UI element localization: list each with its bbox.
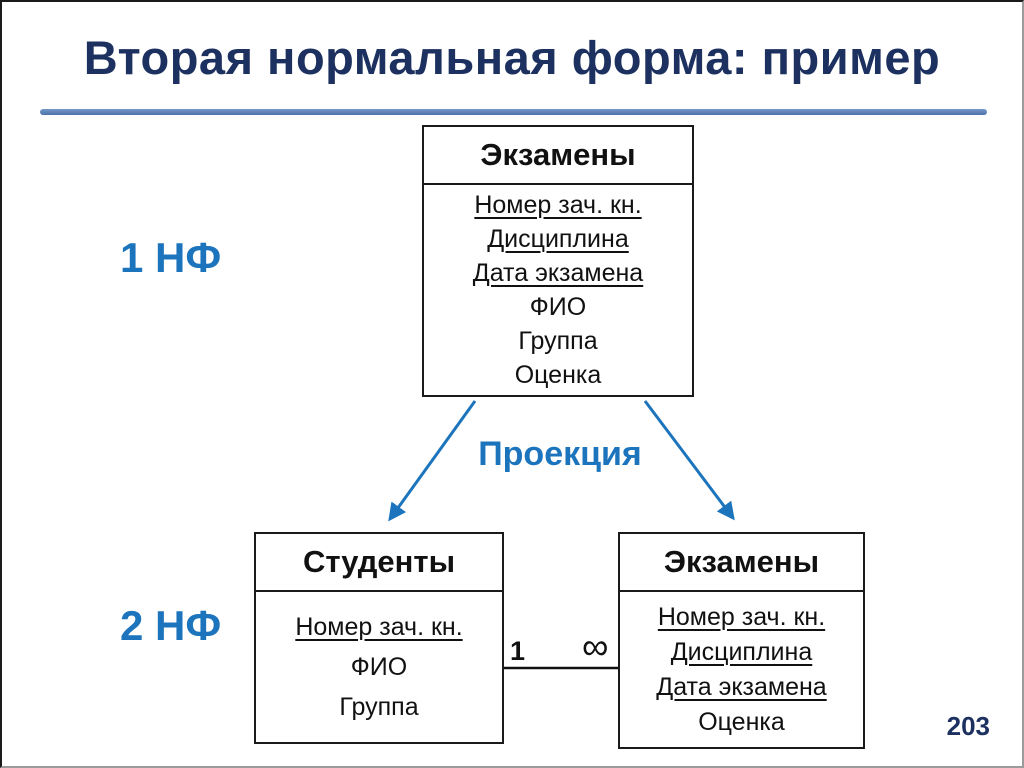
attribute: Дата экзамена	[472, 259, 644, 287]
slide-title: Вторая нормальная форма: пример	[83, 31, 941, 84]
title-rule	[40, 109, 987, 115]
cardinality-one: 1	[510, 636, 526, 666]
page-number: 203	[946, 711, 990, 741]
attribute: Дисциплина	[670, 637, 813, 666]
attribute: Номер зач. кн.	[295, 613, 463, 641]
attribute: Оценка	[698, 707, 785, 736]
entity-exams-2nf-attributes: Номер зач. кн. Дисциплина Дата экзамена …	[620, 592, 863, 747]
entity-students-attributes: Номер зач. кн. ФИО Группа	[256, 592, 502, 742]
attribute: Группа	[518, 327, 598, 355]
entity-exams-2nf: Экзамены Номер зач. кн. Дисциплина Дата …	[618, 532, 865, 749]
entity-students-title: Студенты	[256, 534, 502, 592]
entity-exams-1nf-title: Экзамены	[424, 127, 692, 185]
entity-exams-1nf: Экзамены Номер зач. кн. Дисциплина Дата …	[422, 125, 694, 397]
attribute: Группа	[339, 693, 419, 721]
attribute: Номер зач. кн.	[474, 191, 642, 219]
entity-students: Студенты Номер зач. кн. ФИО Группа	[254, 532, 504, 744]
attribute: Дата экзамена	[656, 672, 827, 701]
label-1nf: 1 НФ	[120, 234, 222, 281]
entity-exams-1nf-attributes: Номер зач. кн. Дисциплина Дата экзамена …	[424, 185, 692, 395]
attribute: Номер зач. кн.	[657, 602, 826, 631]
attribute: ФИО	[350, 653, 408, 681]
projection-label: Проекция	[478, 435, 642, 473]
attribute: Оценка	[514, 361, 602, 389]
entity-exams-2nf-title: Экзамены	[620, 534, 863, 592]
attribute: ФИО	[529, 293, 587, 321]
attribute: Дисциплина	[487, 225, 629, 253]
cardinality-many-icon: ∞	[582, 626, 609, 667]
label-2nf: 2 НФ	[120, 602, 222, 649]
